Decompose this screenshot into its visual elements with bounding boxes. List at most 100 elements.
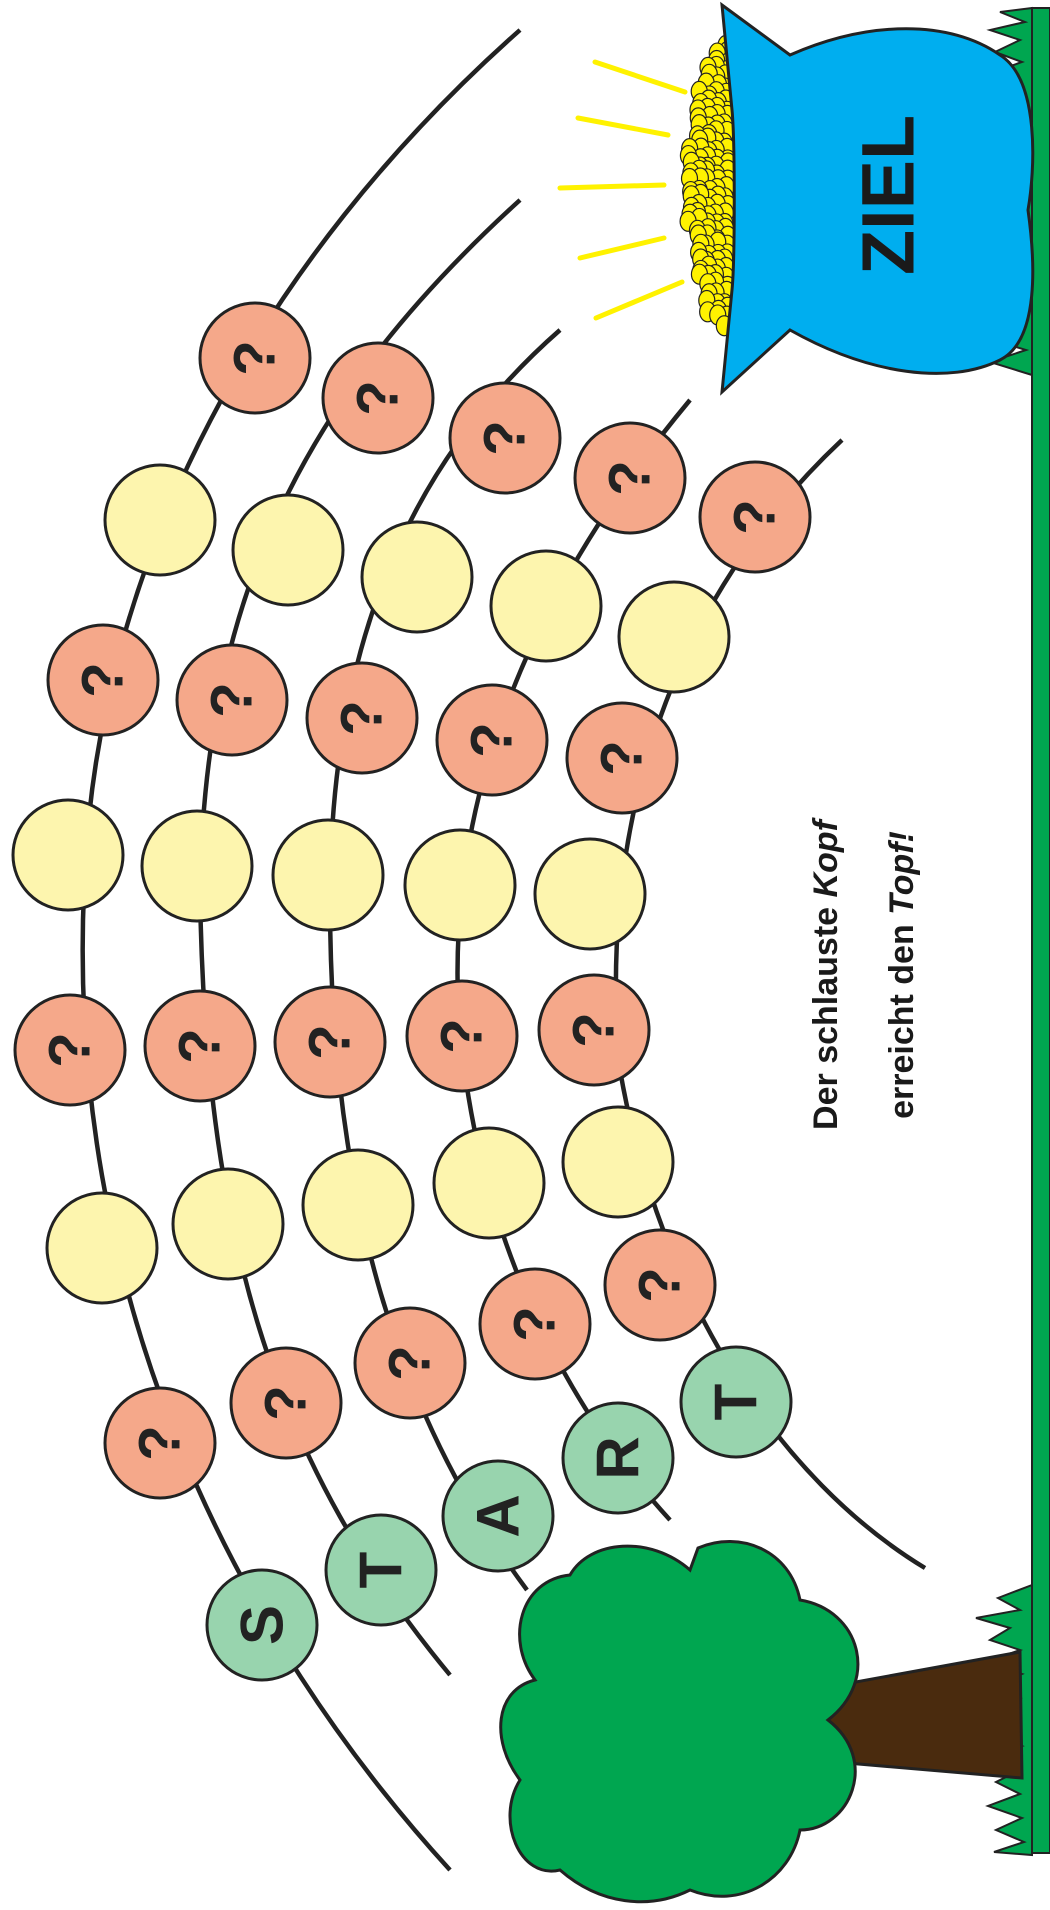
blank-cell [11,798,125,912]
tree-crown [499,1540,860,1904]
question-mark: ? [168,1028,233,1063]
question-mark: ? [503,1306,568,1341]
question-mark: ? [298,1024,363,1059]
cell-circle [561,1105,675,1219]
start-letter: T [703,1384,770,1421]
cell-circle [171,1167,285,1281]
cell-circle [489,549,603,663]
cell-circle [573,421,687,535]
blank-cell [171,1167,285,1281]
gold-coins [679,34,737,337]
cell-circle [432,1126,546,1240]
cell-circle [229,1346,343,1460]
blank-cell [533,837,647,951]
cell-circle [324,1513,438,1627]
cells: ????S????T????A????R????T [11,301,812,1682]
cell-circle [698,460,812,574]
cell-circle [103,1386,217,1500]
question-cell: ? [305,661,419,775]
cell-circle [441,1459,555,1573]
question-mark: ? [723,499,788,534]
cell-circle [11,798,125,912]
question-cell: ? [175,643,289,757]
cell-circle [198,301,312,415]
question-cell: ? [698,460,812,574]
blank-cell [561,1105,675,1219]
cell-circle [561,1401,675,1515]
blank-cell [489,549,603,663]
question-cell: ? [273,985,387,1099]
cell-circle [435,683,549,797]
blank-cell [360,520,474,634]
cell-circle [478,1267,592,1381]
question-cell: ? [565,701,679,815]
goal-pot-group: ZIEL [557,1,1035,396]
question-cell: ? [448,381,562,495]
cell-circle [353,1306,467,1420]
blank-cell [271,818,385,932]
question-cell: ? [435,683,549,797]
question-mark: ? [254,1385,319,1420]
start-cell: T [679,1345,793,1459]
cell-circle [305,661,419,775]
ground-strip [1031,7,1050,1854]
question-mark: ? [71,662,136,697]
cell-circle [617,580,731,694]
slogan-line-1-text: Der schlauste [807,897,845,1129]
blank-cell [432,1126,546,1240]
question-cell: ? [405,979,519,1093]
question-mark: ? [330,700,395,735]
slogan-line-1: Der schlauste Kopf [807,816,845,1130]
blank-cell [231,493,345,607]
cell-circle [448,381,562,495]
question-cell: ? [537,973,651,1087]
question-mark: ? [128,1425,193,1460]
cell-circle [405,979,519,1093]
ray [592,59,688,95]
question-mark: ? [460,722,525,757]
start-letter: A [465,1494,532,1537]
ray [593,279,685,321]
cell-circle [603,1228,717,1342]
goal-label: ZIEL [847,115,930,275]
slogan-line-1-emphasis: Kopf [807,816,845,897]
cell-circle [533,837,647,951]
cell-circle [321,341,435,455]
question-mark: ? [473,420,538,455]
blank-cell [617,580,731,694]
start-letter: T [348,1552,415,1589]
question-mark: ? [430,1018,495,1053]
cell-circle [301,1148,415,1262]
question-mark: ? [562,1012,627,1047]
cell-circle [143,989,257,1103]
question-mark: ? [590,740,655,775]
question-mark: ? [200,682,265,717]
start-cell: S [205,1568,319,1682]
question-mark: ? [346,380,411,415]
sun-rays [557,59,688,321]
question-mark: ? [223,340,288,375]
question-mark: ? [598,460,663,495]
cell-circle [271,818,385,932]
blank-cell [403,828,517,942]
question-cell: ? [13,993,127,1107]
question-cell: ? [321,341,435,455]
question-cell: ? [229,1346,343,1460]
slogan: Der schlauste Kopf erreicht den Topf! [807,816,921,1130]
blank-cell [45,1191,159,1305]
question-cell: ? [603,1228,717,1342]
cell-circle [679,1345,793,1459]
start-cell: A [441,1459,555,1573]
ray [575,115,671,138]
cell-circle [537,973,651,1087]
cell-circle [403,828,517,942]
question-mark: ? [378,1345,443,1380]
question-cell: ? [143,989,257,1103]
question-cell: ? [103,1386,217,1500]
cell-circle [140,809,254,923]
goal-pot [720,1,1035,396]
ray [557,182,667,191]
cell-circle [273,985,387,1099]
question-cell: ? [478,1267,592,1381]
